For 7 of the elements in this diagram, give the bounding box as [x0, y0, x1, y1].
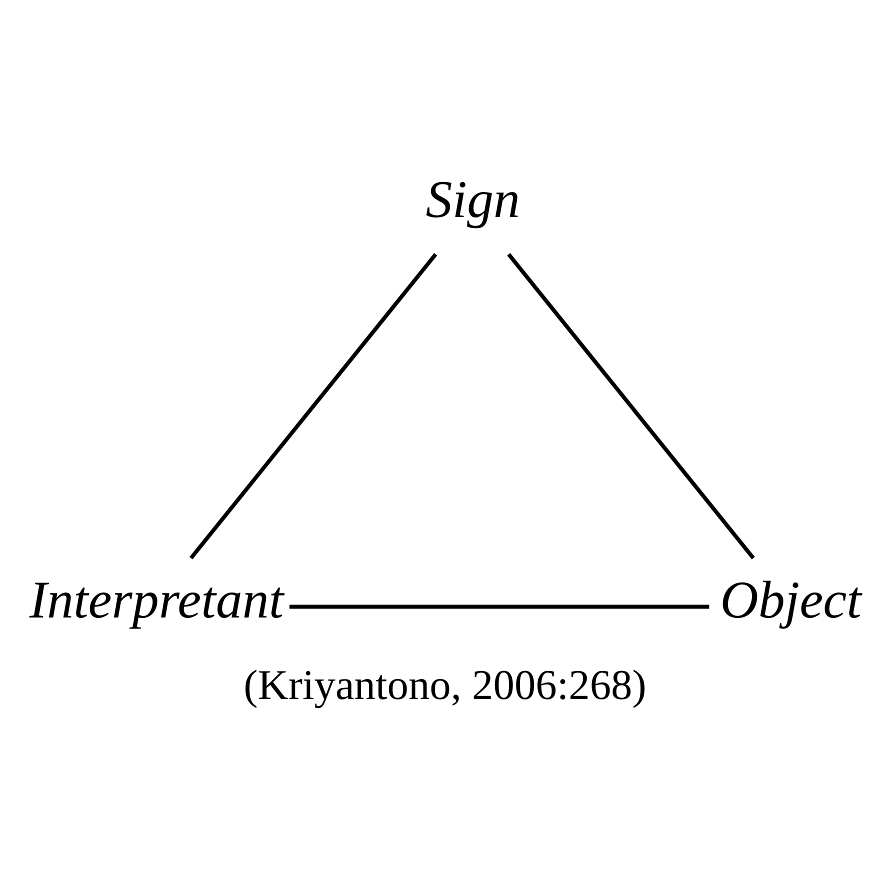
- node-text: Sign: [426, 170, 520, 229]
- connector: [289, 604, 710, 609]
- node-text: Object: [720, 571, 862, 630]
- caption: (Kriyantono, 2006:268): [244, 662, 646, 709]
- node-text: Interpretant: [29, 571, 284, 630]
- connector: [189, 253, 438, 560]
- connector: [507, 253, 755, 560]
